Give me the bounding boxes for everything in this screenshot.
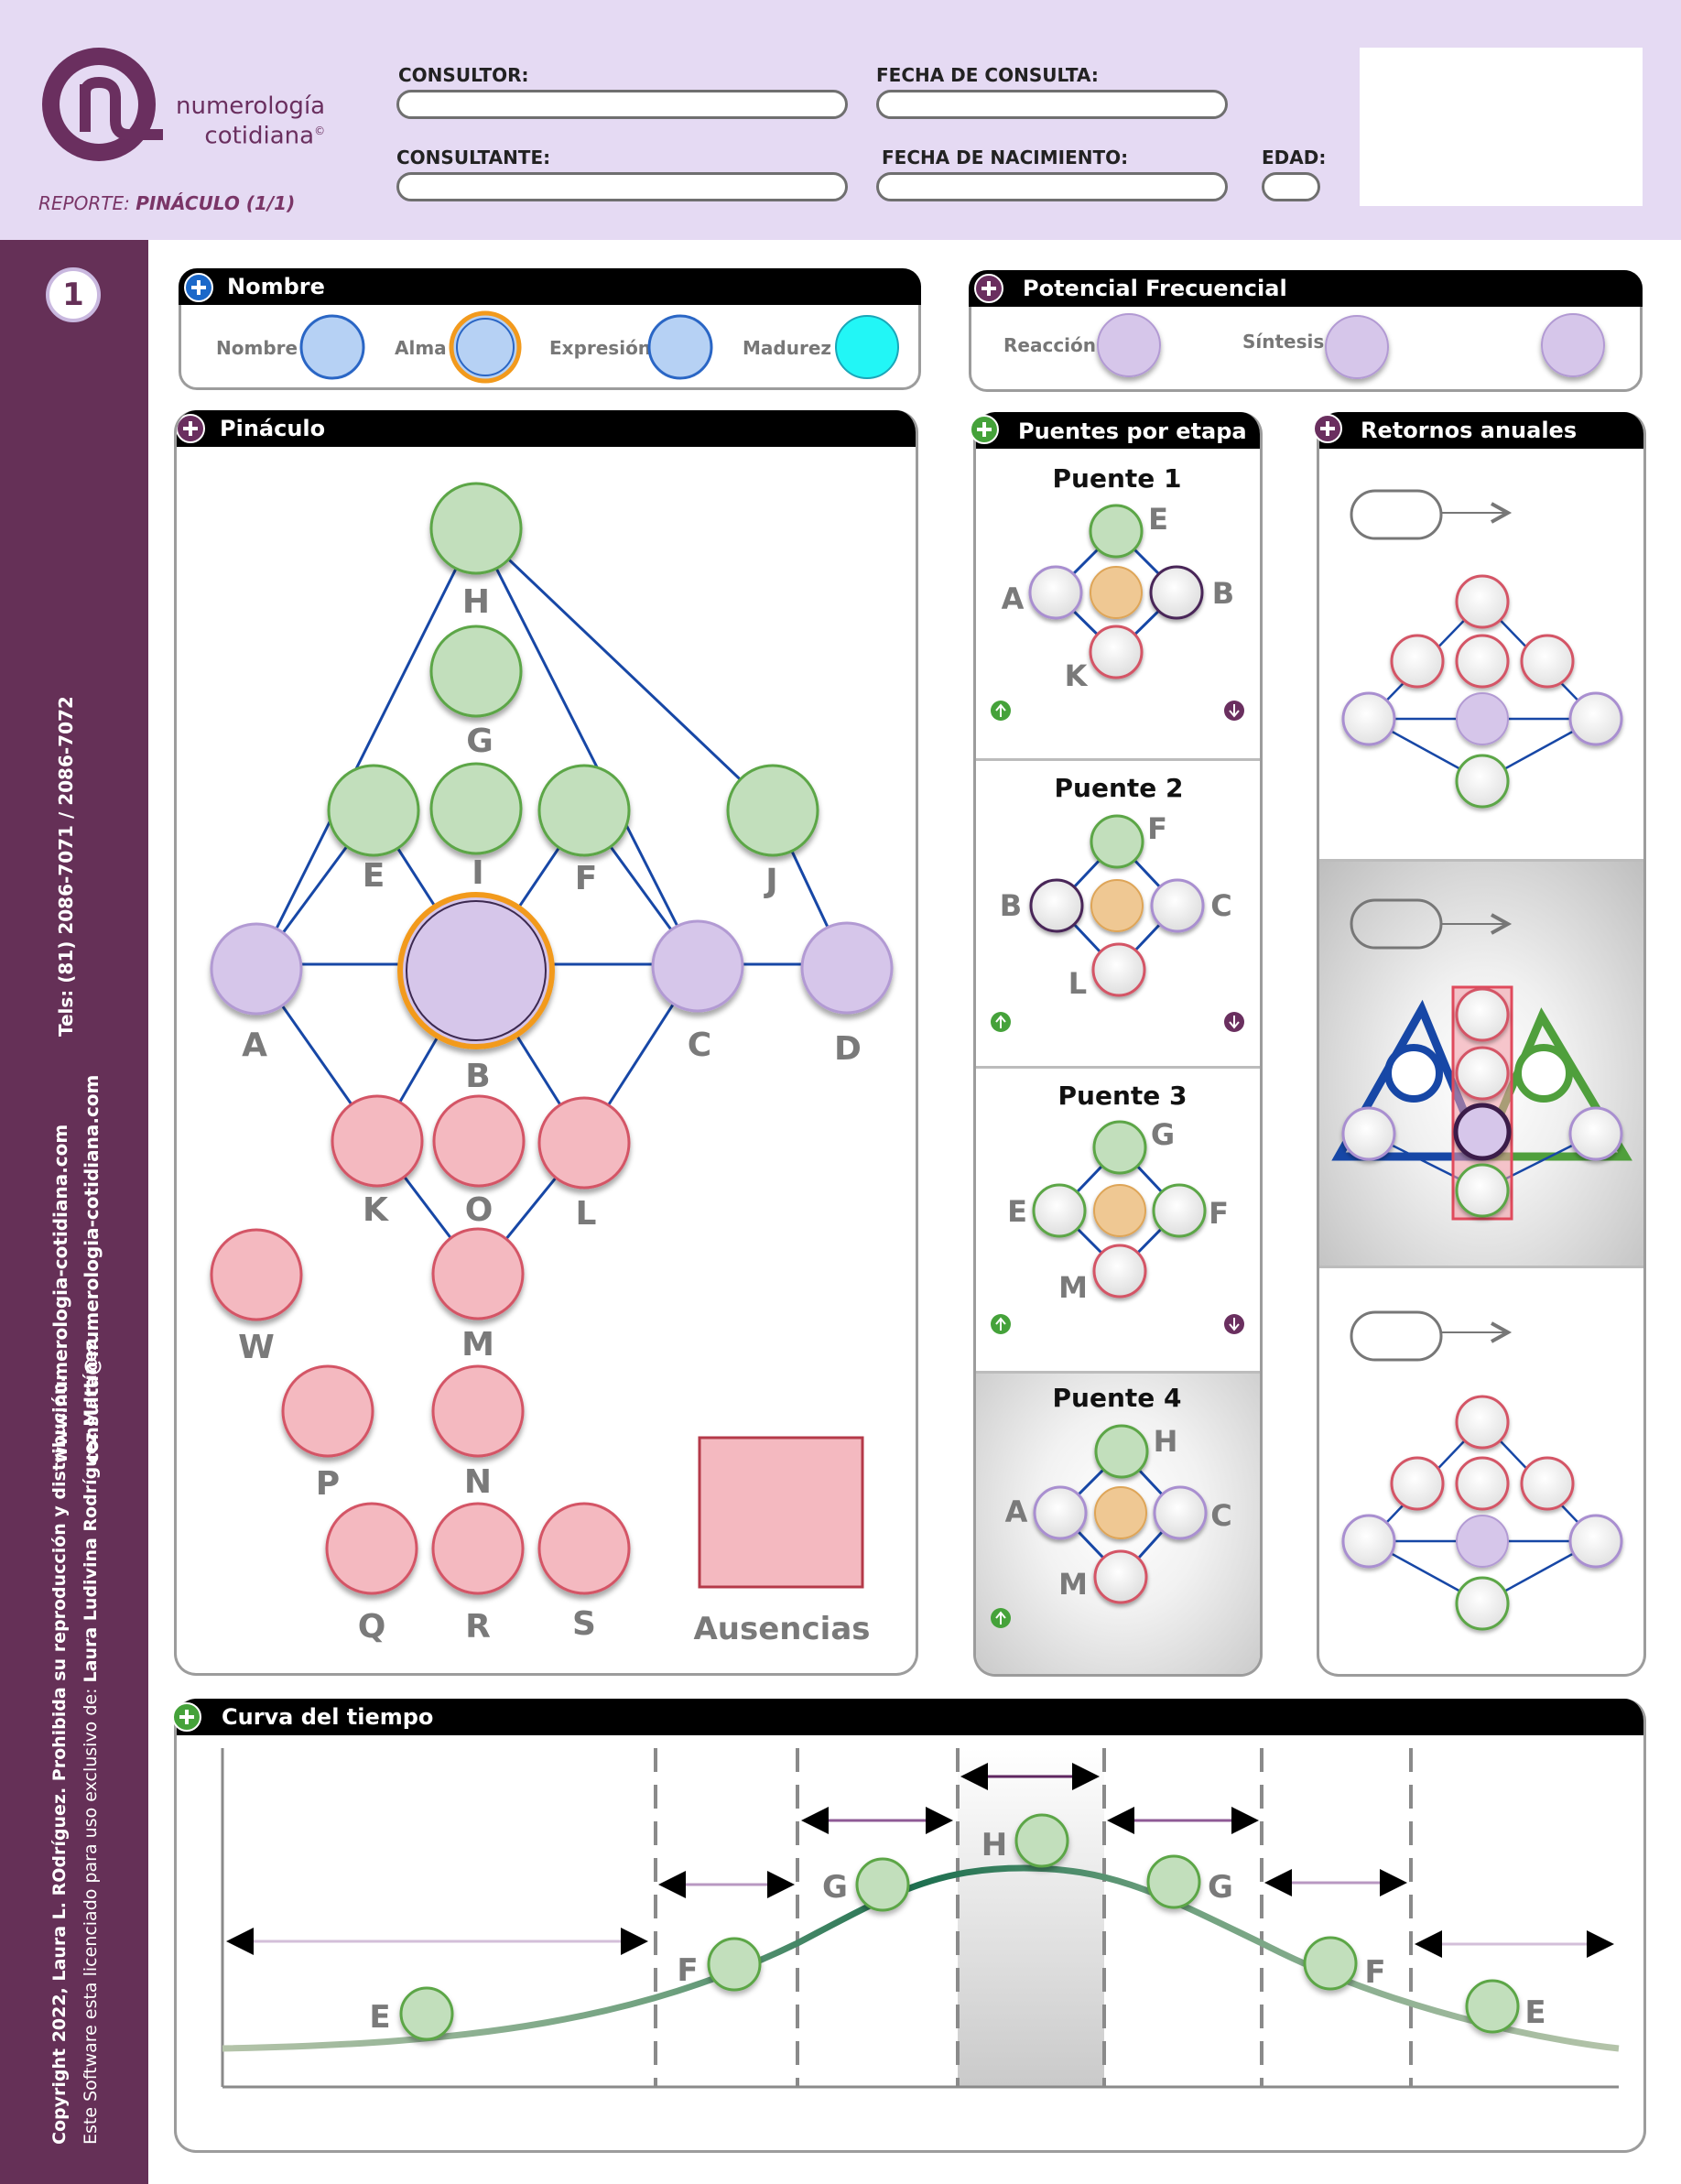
nombre-panel: Nombre Nombre Alma Expresión Madurez (179, 268, 921, 390)
reaccion-node[interactable] (1097, 313, 1161, 377)
photo-box[interactable] (1360, 48, 1643, 206)
plus-icon[interactable] (183, 272, 214, 303)
consultante-field[interactable] (396, 172, 848, 201)
puentes-panel-header (976, 412, 1260, 449)
puentes-panel (973, 412, 1263, 1677)
brand-logo-icon (42, 48, 163, 161)
retornos-panel-title: Retornos anuales (1361, 418, 1578, 443)
curva-panel-header (177, 1699, 1643, 1735)
consultor-label: CONSULTOR: (398, 64, 529, 86)
curva-panel-title: Curva del tiempo (222, 1704, 434, 1730)
pinaculo-panel-header (177, 410, 916, 447)
sidebar: 1 Tels: (81) 2086-7071 / 2086-7072 www.n… (0, 240, 148, 2184)
expresion-node[interactable] (647, 314, 713, 380)
retorno-divider-1 (1319, 859, 1643, 862)
sintesis-node[interactable] (1325, 315, 1389, 379)
retornos-panel-header (1319, 412, 1643, 449)
puente-4-bg (976, 1371, 1260, 1674)
puente-divider-3 (976, 1371, 1260, 1374)
potencial-panel-header (969, 270, 1643, 307)
edad-field[interactable] (1262, 172, 1320, 201)
sidebar-copyright-wrap: Copyright 2022, Laura L. ROdríguez. Proh… (49, 1376, 70, 2146)
alma-node[interactable] (449, 310, 522, 384)
madurez-node[interactable] (835, 315, 899, 379)
retorno-2-bg (1319, 859, 1643, 1266)
report-header: numerología cotidiana© REPORTE: PINÁCULO… (0, 0, 1681, 240)
nombre-nodes (299, 310, 899, 384)
consultante-label: CONSULTANTE: (396, 147, 551, 168)
retorno-divider-2 (1319, 1266, 1643, 1268)
retornos-panel (1317, 412, 1646, 1677)
nombre-node[interactable] (299, 314, 365, 380)
fecha-consulta-label: FECHA DE CONSULTA: (876, 64, 1099, 86)
expresion-label: Expresión (549, 337, 652, 359)
pinaculo-panel-title: Pináculo (220, 416, 326, 441)
nombre-panel-title: Nombre (227, 274, 325, 299)
madurez-label: Madurez (743, 337, 832, 359)
consultor-field[interactable] (396, 90, 848, 119)
fecha-consulta-field[interactable] (876, 90, 1228, 119)
pinaculo-panel: Pináculo (174, 410, 918, 1676)
reaccion-label: Reacción (1003, 334, 1097, 356)
edad-label: EDAD: (1262, 147, 1327, 168)
puente-divider-2 (976, 1066, 1260, 1069)
sidebar-copyright: Copyright 2022, Laura L. ROdríguez. Proh… (49, 1375, 70, 2146)
plus-icon[interactable] (1311, 412, 1344, 445)
sintesis-label: Síntesis (1242, 331, 1325, 353)
puente-divider-1 (976, 758, 1260, 761)
potencial-nodes (1097, 313, 1605, 379)
plus-icon[interactable] (968, 413, 1001, 446)
sidebar-phones-wrap: Tels: (81) 2086-7071 / 2086-7072 (55, 696, 77, 1038)
fecha-nacimiento-label: FECHA DE NACIMIENTO: (882, 147, 1129, 168)
curva-panel (174, 1699, 1646, 2153)
nombre-label: Nombre (216, 337, 298, 359)
plus-icon[interactable] (973, 273, 1004, 304)
potencial-panel: Potencial Frecuencial Reacción Síntesis (969, 270, 1643, 392)
potencial-node[interactable] (1541, 313, 1605, 377)
plus-icon[interactable] (174, 412, 207, 445)
sidebar-license: Este Software esta licenciado para uso e… (81, 1340, 101, 2145)
plus-icon[interactable] (170, 1700, 203, 1733)
nombre-panel-header (179, 268, 921, 305)
puentes-panel-title: Puentes por etapa (1018, 418, 1247, 444)
brand-name: numerología cotidiana© (176, 92, 326, 150)
alma-label: Alma (395, 337, 447, 359)
fecha-nacimiento-field[interactable] (876, 172, 1228, 201)
potencial-panel-title: Potencial Frecuencial (1023, 276, 1287, 301)
page-number: 1 (46, 267, 101, 322)
report-type: REPORTE: PINÁCULO (1/1) (38, 192, 296, 214)
sidebar-phones: Tels: (81) 2086-7071 / 2086-7072 (55, 696, 77, 1037)
